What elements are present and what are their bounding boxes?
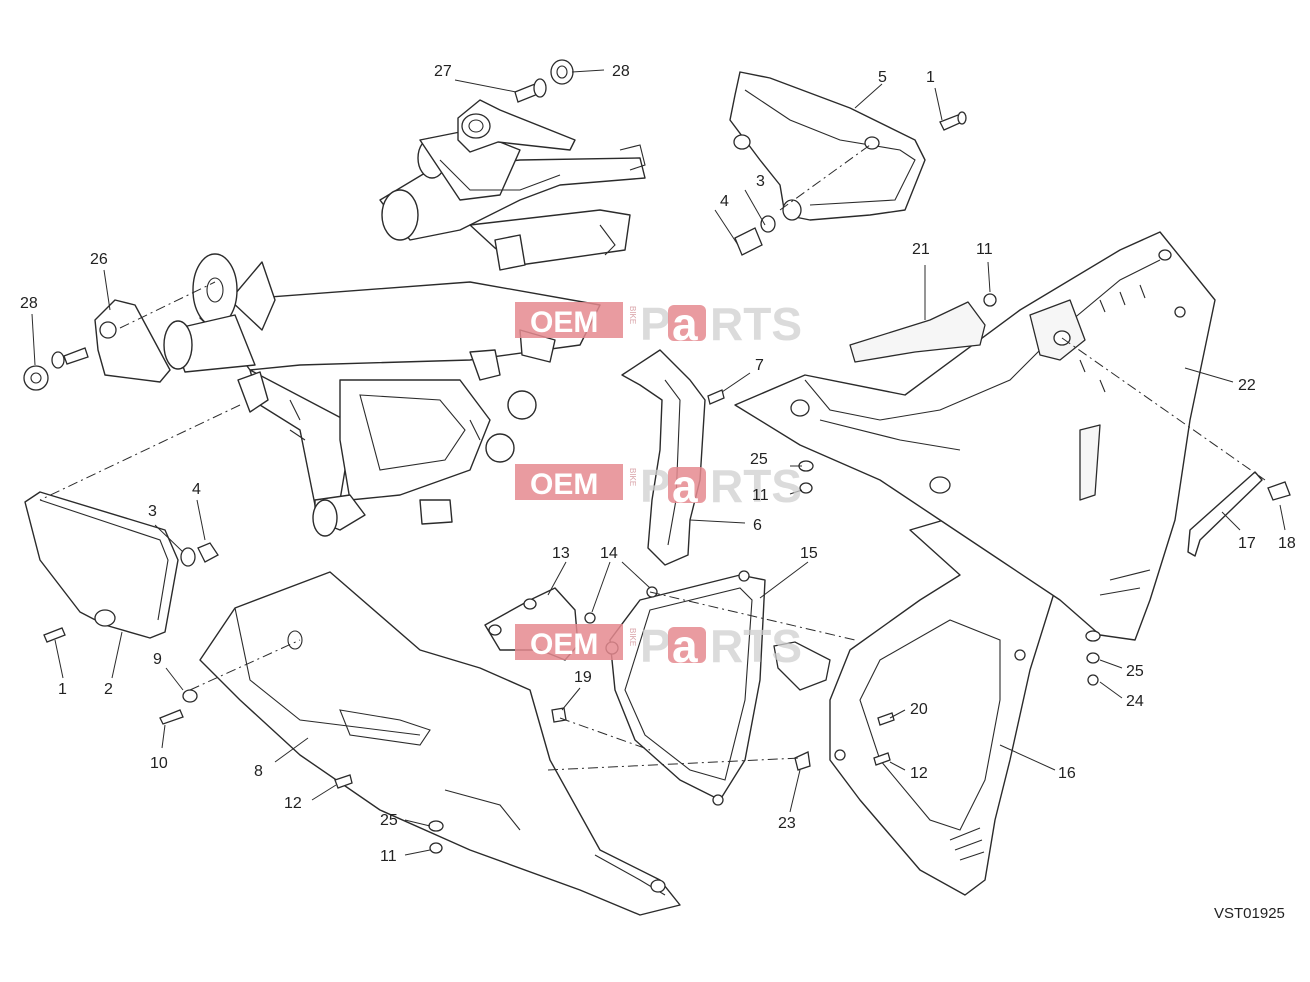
callout-5: 5 (878, 69, 887, 86)
callout-4: 4 (720, 193, 729, 210)
callout-18: 18 (1278, 535, 1296, 552)
watermark-1: OEM BIKE P a RTS (515, 298, 802, 350)
watermark-rts: RTS (710, 460, 802, 512)
callout-19: 19 (574, 669, 592, 686)
hardware (43, 293, 1101, 854)
watermark-oem: OEM (530, 306, 598, 339)
callout-10: 10 (150, 755, 168, 772)
part-22-upper-fairing (734, 231, 1216, 641)
part-3-4-grommet-left (180, 542, 219, 567)
callout-12: 12 (910, 765, 928, 782)
rear-subframe (379, 129, 646, 271)
assembly-lines (39, 144, 1266, 771)
leader-lines (31, 69, 1286, 856)
callout-11: 11 (976, 241, 993, 258)
watermark-2: OEM BIKE P a RTS (515, 460, 802, 512)
watermark-oem: OEM (530, 468, 598, 501)
callout-28: 28 (20, 295, 38, 312)
callout-21: 21 (912, 241, 930, 258)
part-26-bracket (94, 299, 171, 383)
callout-12: 12 (284, 795, 302, 812)
callout-23: 23 (778, 815, 796, 832)
callout-27: 27 (434, 63, 452, 80)
callout-13: 13 (552, 545, 570, 562)
part-27-bracket (457, 99, 576, 153)
watermark-3: OEM BIKE P a RTS (515, 620, 802, 672)
callout-2: 2 (104, 681, 113, 698)
watermark-p: P (640, 460, 671, 512)
part-8-lower-fairing (199, 571, 681, 916)
watermark-a: a (672, 620, 698, 672)
callout-28: 28 (612, 63, 630, 80)
callout-20: 20 (910, 701, 928, 718)
part-18-clip (1267, 481, 1291, 501)
part-21-panel (849, 301, 986, 363)
part-2-side-cover (24, 491, 179, 639)
callout-11: 11 (752, 487, 769, 504)
callout-24: 24 (1126, 693, 1144, 710)
part-6-duct (621, 349, 706, 566)
watermark-rts: RTS (710, 298, 802, 350)
callouts: 27 28 5 1 4 3 26 28 21 11 22 7 25 11 6 1… (20, 63, 1296, 922)
callout-25: 25 (1126, 663, 1144, 680)
callout-22: 22 (1238, 377, 1256, 394)
callout-6: 6 (753, 517, 762, 534)
part-28-grommet-left (23, 347, 89, 391)
watermark-rts: RTS (710, 620, 802, 672)
watermark-oem: OEM (530, 628, 598, 661)
part-28-grommet-top (514, 59, 574, 103)
callout-17: 17 (1238, 535, 1256, 552)
watermark-a: a (672, 298, 698, 350)
watermark-bike: BIKE (628, 468, 637, 486)
part-15-inner-panel (605, 570, 766, 806)
callout-3: 3 (148, 503, 157, 520)
frame (163, 253, 601, 537)
callout-14: 14 (600, 545, 618, 562)
callout-15: 15 (800, 545, 818, 562)
callout-8: 8 (254, 763, 263, 780)
part-1-screw-top (939, 111, 967, 131)
callout-16: 16 (1058, 765, 1076, 782)
callout-1: 1 (58, 681, 67, 698)
watermark-bike: BIKE (628, 306, 637, 324)
callout-3: 3 (756, 173, 765, 190)
part-3-4-grommet-top (734, 215, 776, 256)
callout-26: 26 (90, 251, 108, 268)
callout-11: 11 (380, 848, 397, 865)
watermark-a: a (672, 460, 698, 512)
watermark-p: P (640, 298, 671, 350)
part-5-panel (729, 71, 926, 221)
callout-9: 9 (153, 651, 162, 668)
callout-25: 25 (750, 451, 768, 468)
diagram-code: VST01925 (1214, 905, 1285, 922)
callout-25: 25 (380, 812, 398, 829)
watermark-bike: BIKE (628, 628, 637, 646)
callout-1: 1 (926, 69, 935, 86)
callout-4: 4 (192, 481, 201, 498)
callout-7: 7 (755, 357, 764, 374)
part-17-bracket (1187, 471, 1263, 557)
watermark-p: P (640, 620, 671, 672)
